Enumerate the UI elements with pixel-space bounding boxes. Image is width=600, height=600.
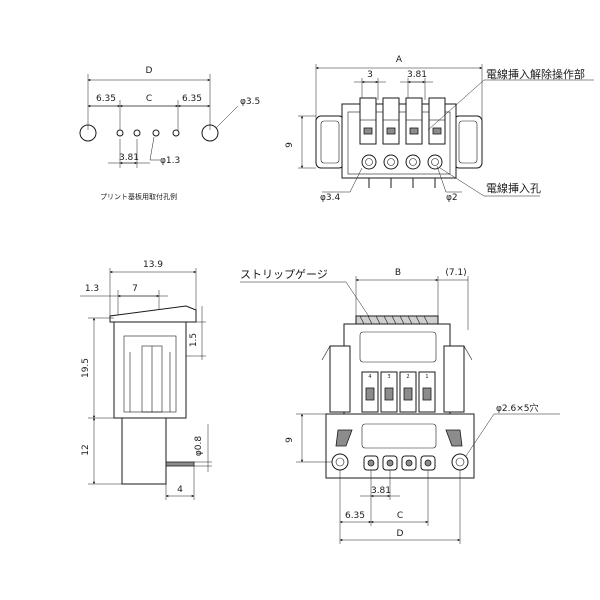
side-dim-1-5: 1.5: [189, 333, 199, 347]
terminal-number: 3: [387, 374, 390, 380]
top-dim-3-81: 3.81: [407, 70, 427, 80]
front-dim-d: D: [397, 529, 404, 539]
front-dim-c: C: [397, 511, 403, 521]
pcb-layout-view: D 6.35 C 6.35 φ3.5 3.81 φ1.3 プリント基板用取付孔例: [79, 66, 260, 201]
terminal-number: 2: [406, 374, 409, 380]
pcb-dim-small-hole: φ1.3: [160, 156, 180, 166]
pcb-dim-pin-pitch: 3.81: [119, 153, 139, 163]
top-dim-phi-2: φ2: [446, 193, 458, 203]
top-dim-phi-3-4: φ3.4: [320, 193, 341, 203]
side-dim-13-9: 13.9: [143, 260, 163, 270]
pcb-dim-left-pitch: 6.35: [96, 94, 116, 104]
front-dim-6-35: 6.35: [345, 511, 365, 521]
side-dim-phi-0-8: φ0.8: [194, 436, 204, 457]
terminals: 4 3 2 1: [361, 371, 436, 413]
front-view: B (7.1) ストリップゲージ 4 3 2 1: [240, 268, 560, 544]
front-dim-b: B: [395, 268, 401, 278]
terminal-number: 4: [368, 374, 371, 380]
side-dim-4: 4: [177, 485, 183, 495]
callout-wire-hole: 電線挿入孔: [486, 181, 541, 195]
side-dim-7: 7: [132, 284, 138, 294]
top-dim-9: 9: [285, 142, 295, 148]
side-dim-12: 12: [81, 444, 91, 455]
side-dim-19-5: 19.5: [81, 358, 91, 378]
front-dim-3-81: 3.81: [371, 486, 391, 496]
pcb-dim-d: D: [146, 66, 153, 76]
pcb-caption: プリント基板用取付孔例: [100, 192, 177, 201]
wire-holes: [361, 154, 443, 170]
release-levers: [359, 97, 446, 145]
front-dim-holes: φ2.6×5穴: [496, 402, 539, 414]
terminal-number: 1: [425, 374, 428, 380]
side-dim-1-3: 1.3: [85, 284, 99, 294]
pcb-dim-c: C: [146, 94, 152, 104]
callout-strip-gauge: ストリップゲージ: [240, 268, 328, 281]
front-dim-7-1: (7.1): [445, 268, 466, 278]
front-dim-9: 9: [285, 437, 295, 443]
top-view: A 3 3.81: [285, 55, 594, 203]
side-view: 13.9 1.3 7 1.5 19.5 12: [80, 260, 212, 500]
pin-pads: [363, 455, 436, 471]
pcb-dim-right-pitch: 6.35: [182, 94, 202, 104]
pcb-dim-big-hole: φ3.5: [240, 97, 260, 107]
top-dim-3: 3: [367, 70, 373, 80]
callout-release-lever: 電線挿入解除操作部: [486, 67, 585, 81]
top-dim-a: A: [396, 55, 403, 65]
